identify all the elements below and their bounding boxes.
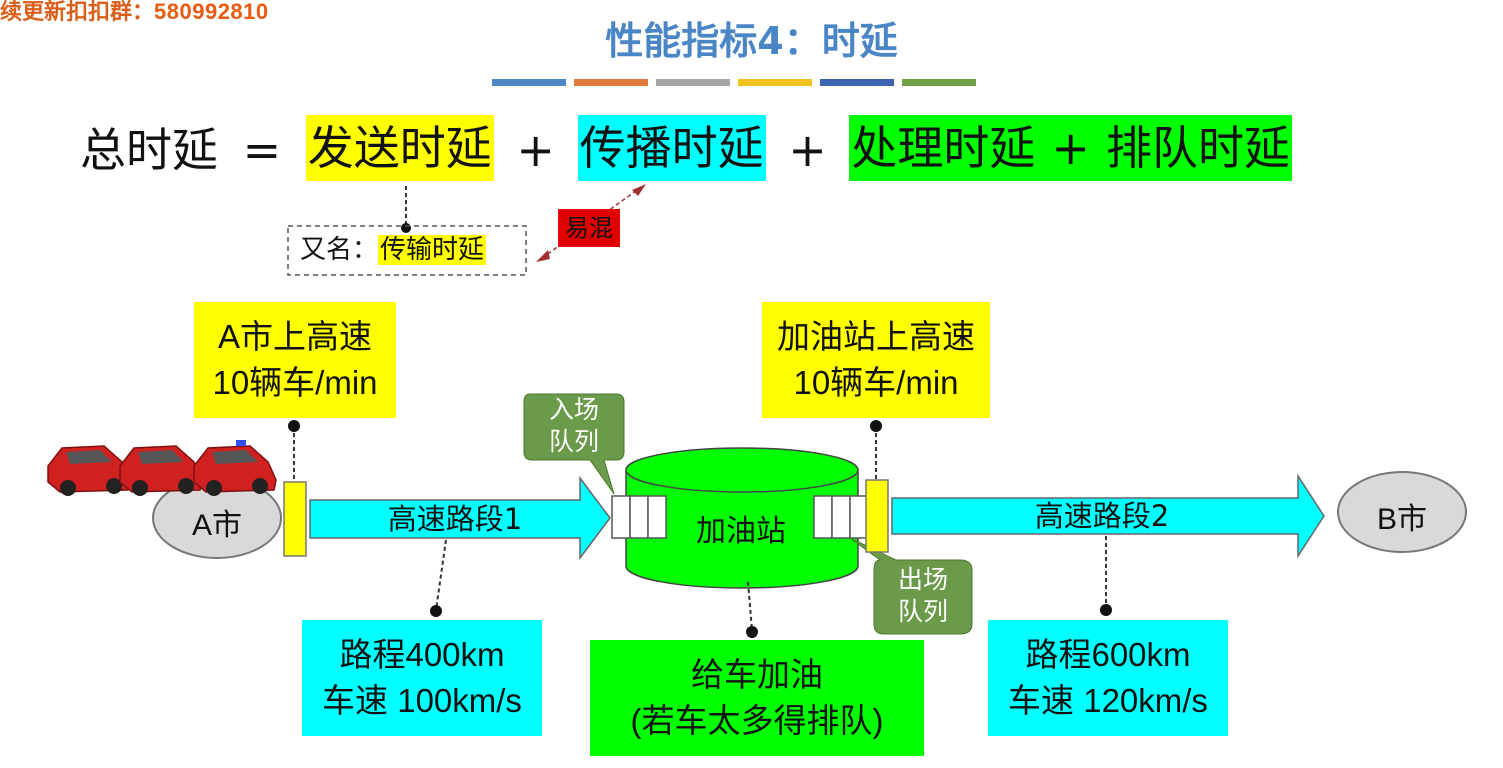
road-segment-2-label: 高速路段2 bbox=[1034, 499, 1170, 533]
connector-dot bbox=[1100, 604, 1112, 616]
processing-delay-term: 处理时延 bbox=[849, 115, 1038, 181]
city-b-label: B市 bbox=[1376, 503, 1427, 536]
color-bar-segment bbox=[820, 79, 894, 86]
entry-queue-cells bbox=[611, 495, 667, 539]
color-bar-segment bbox=[738, 79, 812, 86]
road1-speed: 车速 100km/s bbox=[322, 682, 522, 719]
color-bar-segment bbox=[574, 79, 648, 86]
refuel-line1: 给车加油 bbox=[691, 656, 823, 693]
gas-station-cylinder bbox=[625, 447, 859, 589]
entry-queue-line1: 入场 bbox=[548, 395, 599, 424]
road1-info-connector bbox=[435, 539, 447, 611]
plus-sign: + bbox=[516, 123, 555, 177]
refuel-line2: (若车太多得排队) bbox=[630, 702, 884, 739]
station-onramp-line2: 10辆车/min bbox=[793, 364, 959, 401]
page-title: 性能指标4：时延 bbox=[605, 19, 898, 63]
alias-prefix: 又名： bbox=[300, 235, 379, 265]
road2-distance: 路程600km bbox=[1025, 636, 1191, 673]
entry-queue-line2: 队列 bbox=[548, 427, 599, 456]
alias-name: 传输时延 bbox=[378, 235, 487, 265]
plus-sign: + bbox=[1037, 115, 1104, 181]
arrow-head bbox=[536, 250, 550, 262]
watermark-text: 续更新扣扣群： bbox=[0, 0, 155, 25]
city-b-ellipse bbox=[1337, 471, 1467, 553]
propagation-delay-term: 传播时延 bbox=[577, 115, 766, 181]
arrow-head bbox=[632, 184, 646, 196]
exit-queue-line2: 队列 bbox=[897, 597, 948, 626]
color-bar-segment bbox=[902, 79, 976, 86]
a-onramp-info: A市上高速 10辆车/min bbox=[194, 302, 396, 418]
road2-speed: 车速 120km/s bbox=[1008, 682, 1208, 719]
exit-queue-label: 出场 队列 bbox=[874, 564, 972, 628]
color-bar-segment bbox=[656, 79, 730, 86]
connector-dot bbox=[430, 605, 442, 617]
equals-sign: = bbox=[242, 123, 282, 177]
confusing-tag-bg bbox=[558, 209, 620, 247]
car-icon bbox=[47, 445, 131, 496]
entry-queue-callout bbox=[523, 393, 625, 495]
city-a-label: A市 bbox=[191, 509, 242, 542]
alias-label: 又名：传输时延 bbox=[300, 230, 487, 270]
station-onramp-info: 加油站上高速 10辆车/min bbox=[762, 302, 990, 418]
total-delay-label: 总时延 bbox=[80, 123, 218, 177]
road-segment-1-label: 高速路段1 bbox=[387, 502, 523, 536]
confusion-arrow bbox=[541, 187, 641, 259]
a-onramp-line2: 10辆车/min bbox=[212, 364, 378, 401]
exit-queue-callout bbox=[849, 537, 973, 635]
refuel-info: 给车加油 (若车太多得排队) bbox=[590, 640, 924, 756]
station-onramp-line1: 加油站上高速 bbox=[777, 318, 975, 355]
watermark: 续更新扣扣群：580992810 bbox=[0, 0, 269, 26]
road-segment-1-arrow bbox=[309, 475, 611, 561]
refuel-info-connector bbox=[747, 581, 753, 631]
queuing-delay-term: 排队时延 bbox=[1103, 115, 1292, 181]
connector-dot bbox=[288, 420, 300, 432]
car-icon bbox=[119, 445, 203, 496]
watermark-number: 580992810 bbox=[154, 0, 269, 24]
confusing-tag: 易混 bbox=[565, 214, 613, 242]
a-onramp-line1: A市上高速 bbox=[217, 318, 372, 355]
send-delay-term: 发送时延 bbox=[305, 115, 494, 181]
gas-station-label: 加油站 bbox=[696, 514, 786, 549]
car-icon bbox=[193, 440, 277, 496]
exit-queue-line1: 出场 bbox=[897, 565, 948, 594]
color-bar-segment bbox=[492, 79, 566, 86]
road1-distance: 路程400km bbox=[339, 636, 505, 673]
a-onramp-gate bbox=[283, 481, 307, 557]
road-segment-2-arrow bbox=[891, 473, 1325, 559]
road2-info: 路程600km 车速 120km/s bbox=[988, 620, 1228, 736]
plus-sign: + bbox=[788, 123, 827, 177]
road1-info: 路程400km 车速 100km/s bbox=[302, 620, 542, 736]
connector-dot bbox=[870, 420, 882, 432]
delay-formula: 总时延 = 发送时延 + 传播时延 + 处理时延+排队时延 bbox=[80, 115, 1292, 185]
connector-dot bbox=[746, 626, 758, 638]
alias-box bbox=[287, 225, 527, 276]
exit-queue-cells bbox=[813, 495, 869, 539]
station-onramp-gate bbox=[865, 479, 889, 553]
entry-queue-label: 入场 队列 bbox=[524, 394, 624, 458]
